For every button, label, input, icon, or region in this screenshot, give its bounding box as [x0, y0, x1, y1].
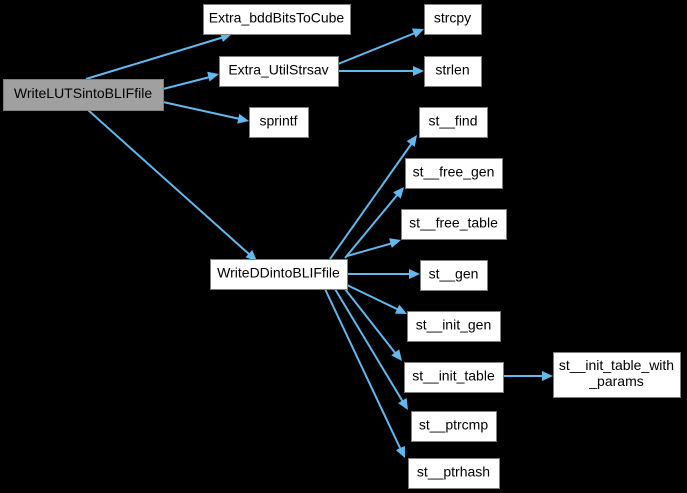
node-label: Extra_bddBitsToCube [209, 10, 345, 26]
edge-line [337, 32, 416, 65]
call-edge [324, 288, 405, 458]
node-box[interactable] [203, 4, 351, 35]
arrowhead-icon [411, 28, 424, 38]
arrowhead-icon [542, 371, 553, 381]
edge-line [162, 76, 211, 90]
call-edge [344, 187, 404, 259]
node-label: sprintf [259, 113, 297, 129]
edge-line [346, 284, 400, 311]
arrowhead-icon [406, 135, 417, 147]
node-box[interactable] [219, 56, 339, 87]
edge-line [344, 288, 397, 355]
node-box[interactable] [3, 79, 164, 111]
node-layer: WriteLUTSintoBLIFfile Extra_bddBitsToCube… [3, 4, 681, 489]
node-label: st__free_gen [413, 164, 495, 180]
graph-node-extra-bddbitstocube[interactable]: Extra_bddBitsToCube [203, 4, 351, 35]
node-label: strlen [435, 62, 469, 78]
arrowhead-icon [394, 304, 407, 314]
edge-line [346, 242, 394, 257]
node-box[interactable] [210, 259, 348, 290]
node-box[interactable] [424, 56, 482, 87]
node-box[interactable] [408, 458, 500, 489]
call-edge [344, 288, 402, 361]
edge-line [329, 142, 413, 260]
graph-node-st-ptrhash[interactable]: st__ptrhash [408, 458, 500, 489]
node-box[interactable] [424, 4, 482, 35]
graph-node-st-ptrcmp[interactable]: st__ptrcmp [411, 411, 497, 442]
node-box[interactable] [419, 107, 488, 138]
call-edge [338, 66, 424, 76]
arrowhead-icon [393, 187, 404, 199]
call-edge [162, 71, 219, 90]
call-edge [87, 109, 257, 261]
graph-node-st-free-gen[interactable]: st__free_gen [405, 158, 503, 189]
arrowhead-icon [245, 249, 257, 261]
edge-layer [85, 28, 553, 458]
edge-line [85, 36, 225, 80]
node-box[interactable] [407, 311, 501, 342]
call-edge [503, 371, 553, 381]
arrowhead-icon [395, 445, 405, 458]
node-box[interactable] [411, 411, 497, 442]
arrowhead-icon [237, 113, 249, 124]
graph-node-st-gen[interactable]: st__gen [420, 260, 488, 291]
graph-node-st-free-table[interactable]: st__free_table [401, 209, 507, 240]
call-edge [346, 284, 407, 314]
graph-node-strcpy[interactable]: strcpy [424, 4, 482, 35]
node-label: strcpy [434, 10, 471, 26]
node-box[interactable] [553, 352, 681, 398]
graph-node-writelutsintobliffile[interactable]: WriteLUTSintoBLIFfile [3, 79, 164, 111]
edge-line [344, 193, 399, 259]
edge-line [324, 288, 402, 451]
node-box[interactable] [404, 362, 504, 393]
node-label: st__gen [429, 266, 479, 282]
graph-node-st-init-gen[interactable]: st__init_gen [407, 311, 501, 342]
graph-node-st-init-table[interactable]: st__init_table [404, 362, 504, 393]
graph-node-sprintf[interactable]: sprintf [249, 107, 309, 138]
node-label: st__ptrcmp [419, 417, 488, 433]
graph-node-st-init-table-with-params[interactable]: st__init_table_with_params [553, 352, 681, 398]
node-label: st__init_gen [416, 317, 492, 333]
node-label: st__free_table [409, 215, 498, 231]
graph-node-st-find[interactable]: st__find [419, 107, 488, 138]
call-edge [334, 288, 408, 410]
arrowhead-icon [413, 66, 424, 76]
arrowhead-icon [389, 238, 401, 248]
call-edge [162, 101, 249, 124]
node-label: WriteLUTSintoBLIFfile [14, 85, 152, 101]
arrowhead-icon [409, 269, 420, 279]
graph-node-strlen[interactable]: strlen [424, 56, 482, 87]
node-label: _params [588, 373, 643, 389]
call-edge [347, 269, 420, 279]
graph-node-writeddintobliffile[interactable]: WriteDDintoBLIFfile [210, 259, 348, 290]
node-label: st__init_table [412, 368, 495, 384]
edge-line [87, 109, 251, 256]
edge-line [162, 101, 241, 120]
node-box[interactable] [420, 260, 488, 291]
node-box[interactable] [249, 107, 309, 138]
node-box[interactable] [401, 209, 507, 240]
arrowhead-icon [207, 71, 219, 82]
graph-node-extra-utilstrsav[interactable]: Extra_UtilStrsav [219, 56, 339, 87]
node-label: WriteDDintoBLIFfile [217, 265, 340, 281]
call-edge [337, 28, 424, 65]
arrowhead-icon [398, 397, 408, 410]
call-edge [346, 238, 401, 257]
edge-line [334, 288, 404, 403]
node-label: st__ptrhash [417, 464, 490, 480]
node-label: st__find [428, 113, 477, 129]
call-edge [329, 135, 417, 260]
node-label: Extra_UtilStrsav [228, 62, 328, 78]
node-label: st__init_table_with [559, 357, 674, 373]
node-box[interactable] [405, 158, 503, 189]
arrowhead-icon [391, 349, 402, 361]
